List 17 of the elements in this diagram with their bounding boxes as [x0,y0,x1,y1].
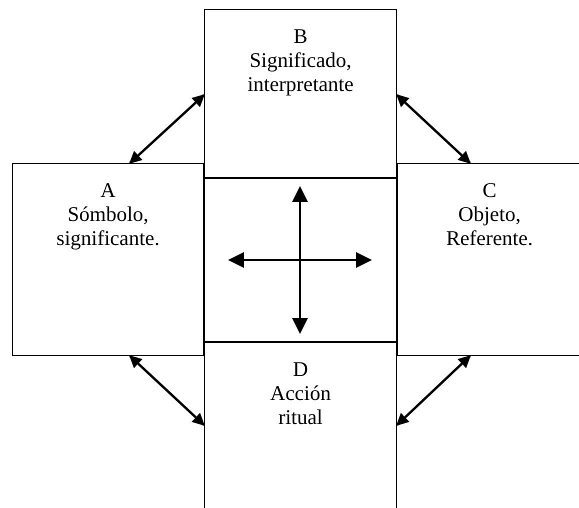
box-letter: B [293,24,308,48]
box-text: Objeto, Referente. [445,202,534,250]
box-letter: D [292,357,308,381]
double-arrow [396,94,471,164]
box-text: Sómbolo, significante. [55,202,161,250]
concept-box [204,342,397,508]
concept-box [204,9,397,178]
double-arrow [129,94,205,164]
double-arrow [396,355,471,426]
concept-box [12,163,204,356]
center-box [204,178,397,342]
box-letter: C [482,178,496,202]
box-letter: A [100,178,116,202]
box-text: Acción ritual [269,381,332,429]
box-text: Significado, interpretante [246,48,355,96]
double-arrow [129,355,205,426]
concept-box [397,163,579,356]
